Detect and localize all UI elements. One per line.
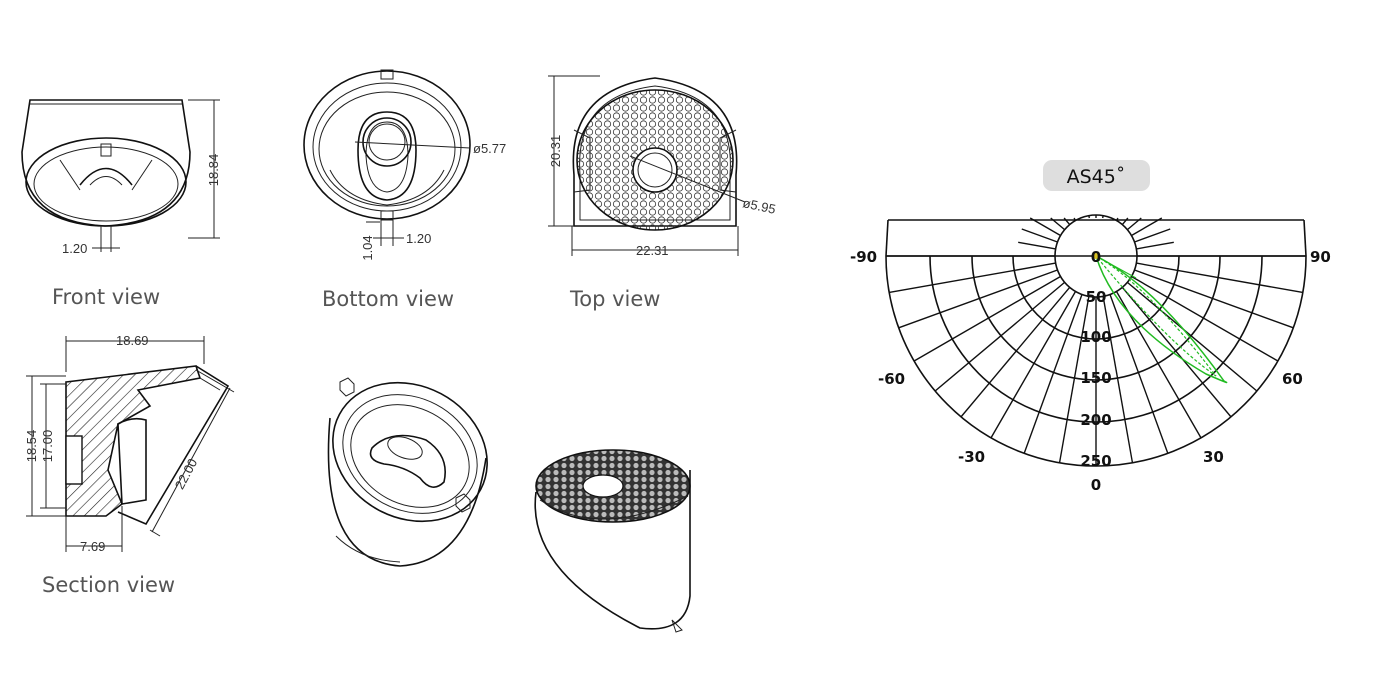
polar-spoke-70 xyxy=(1109,294,1169,454)
polar-upper-spoke-130 xyxy=(1063,217,1071,226)
iso-top-render xyxy=(534,449,691,633)
bottom-tab-w-dim: 1.20 xyxy=(406,231,431,246)
polar-ring-0 xyxy=(1054,255,1138,298)
section-top-dim: 18.69 xyxy=(116,333,149,348)
polar-lobe-stem xyxy=(1095,255,1137,279)
polar-badge-text: AS45˚ xyxy=(1067,166,1126,188)
polar-spoke-140 xyxy=(934,281,1066,392)
polar-upper-spoke-160 xyxy=(1021,228,1058,243)
polar-spoke-20 xyxy=(1134,269,1294,329)
angle-label-m30: -30 xyxy=(958,448,985,466)
polar-spoke-10 xyxy=(1136,262,1303,294)
bottom-tab-h-dim: 1.04 xyxy=(360,235,375,260)
top-hole-dim: ø5.95 xyxy=(741,195,777,217)
polar-spoke-120 xyxy=(990,291,1077,439)
section-outer-h-dim: 18.54 xyxy=(24,430,39,463)
polar-spoke-50 xyxy=(1121,286,1232,418)
polar-upper-spoke-30 xyxy=(1131,217,1163,237)
radial-label-200: 200 xyxy=(1080,411,1111,429)
polar-left-edge xyxy=(885,219,889,257)
polar-right-edge xyxy=(1303,219,1307,257)
polar-spoke-40 xyxy=(1126,281,1258,392)
section-view-label: Section view xyxy=(42,573,175,597)
angle-label-p60: 60 xyxy=(1282,370,1303,388)
front-view-label: Front view xyxy=(52,285,160,309)
bottom-view-label: Bottom view xyxy=(322,287,454,311)
angle-label-m60: -60 xyxy=(878,370,905,388)
radial-label-50: 50 xyxy=(1086,288,1107,306)
polar-upper-spoke-150 xyxy=(1029,217,1061,237)
polar-spoke-30 xyxy=(1131,275,1279,362)
radial-label-250: 250 xyxy=(1080,452,1111,470)
section-inner-h-dim: 17.00 xyxy=(40,430,55,463)
section-view-drawing xyxy=(26,336,235,552)
polar-badge xyxy=(1043,160,1150,191)
iso-bottom-render xyxy=(327,377,488,567)
radial-label-150: 150 xyxy=(1080,369,1111,387)
polar-upper-spoke-10 xyxy=(1136,241,1174,250)
top-height-dim: 20.31 xyxy=(548,135,563,168)
polar-spoke-150 xyxy=(913,275,1061,362)
top-view-label: Top view xyxy=(569,287,660,311)
front-height-dim: 18.84 xyxy=(206,154,221,187)
section-bottom-dim: 7.69 xyxy=(80,539,105,554)
polar-lobe-outer xyxy=(1094,254,1228,384)
polar-upper-spoke-20 xyxy=(1134,228,1171,243)
front-tab-dim: 1.20 xyxy=(62,241,87,256)
angle-label-p90: 90 xyxy=(1310,248,1331,266)
polar-spoke-100 xyxy=(1058,296,1090,463)
polar-curves xyxy=(1093,253,1228,384)
polar-origin-mark xyxy=(1093,253,1099,259)
top-width-dim: 22.31 xyxy=(636,243,669,258)
polar-upper-spoke-170 xyxy=(1018,241,1056,250)
polar-upper-spoke-50 xyxy=(1121,217,1129,226)
polar-spoke-130 xyxy=(960,286,1071,418)
front-view-drawing xyxy=(21,99,220,252)
bottom-view-drawing xyxy=(303,69,471,246)
polar-spoke-110 xyxy=(1023,294,1083,454)
radial-label-0: 0 xyxy=(1091,248,1101,266)
angle-label-m90: -90 xyxy=(850,248,877,266)
bottom-hole-dim: ø5.77 xyxy=(473,141,506,156)
polar-spoke-80 xyxy=(1102,296,1134,463)
polar-grid xyxy=(885,214,1307,467)
angle-label-p30: 30 xyxy=(1203,448,1224,466)
polar-spoke-160 xyxy=(898,269,1058,329)
angle-label-zero: 0 xyxy=(1091,476,1101,494)
polar-lobe-inner xyxy=(1095,255,1217,377)
top-view-drawing xyxy=(548,75,746,256)
polar-spoke-170 xyxy=(889,262,1056,294)
radial-label-100: 100 xyxy=(1080,328,1111,346)
